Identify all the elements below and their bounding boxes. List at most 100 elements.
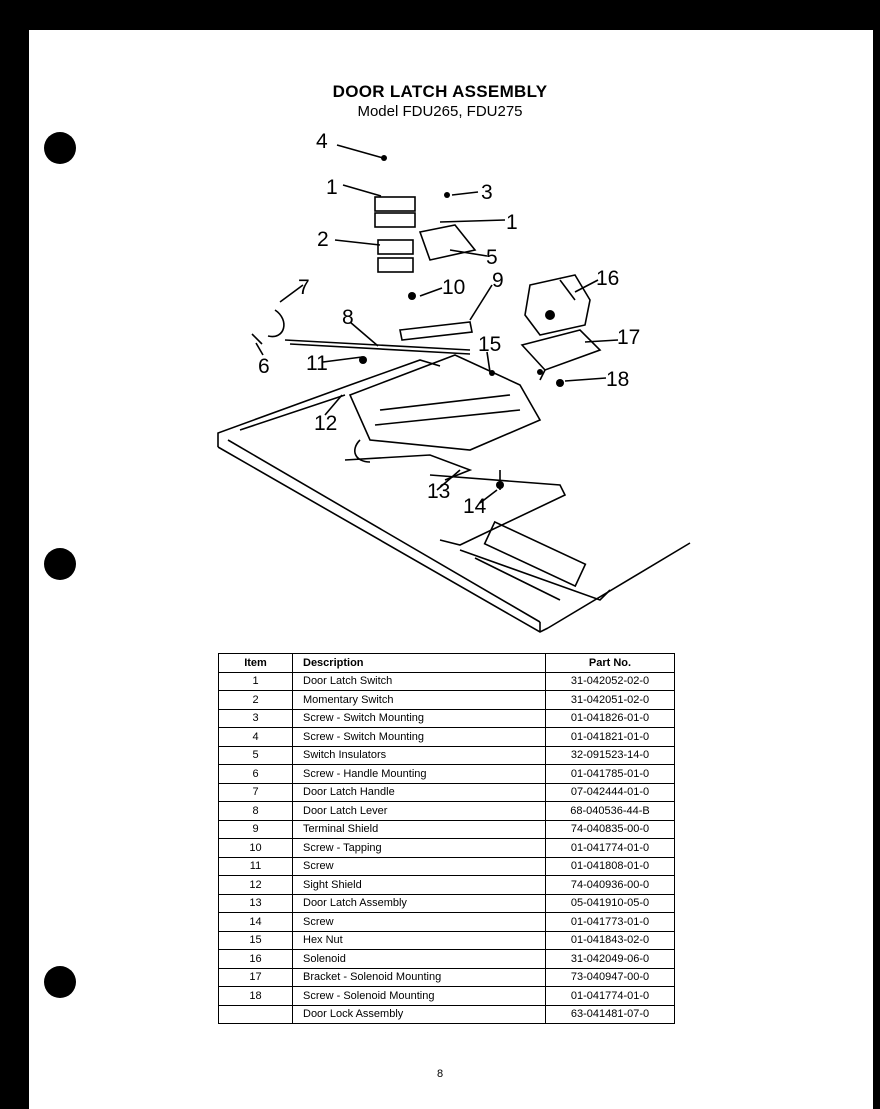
cell-part-no: 73-040947-00-0 [545, 967, 675, 987]
cell-part-no: 63-041481-07-0 [545, 1004, 675, 1024]
binder-hole [44, 966, 76, 998]
cell-part-no: 05-041910-05-0 [545, 893, 675, 913]
cell-description: Door Lock Assembly [292, 1004, 546, 1024]
cell-item [218, 1004, 293, 1024]
cell-item: 18 [218, 986, 293, 1006]
cell-part-no: 31-042052-02-0 [545, 671, 675, 691]
callout-label: 17 [617, 326, 640, 349]
cell-part-no: 32-091523-14-0 [545, 745, 675, 765]
cell-item: 11 [218, 856, 293, 876]
callout-label: 12 [314, 412, 337, 435]
cell-part-no: 31-042049-06-0 [545, 949, 675, 969]
cell-description: Screw - Switch Mounting [292, 727, 546, 747]
cell-description: Sight Shield [292, 875, 546, 895]
callout-label: 2 [317, 228, 329, 251]
binder-hole [44, 548, 76, 580]
table-header-row: Item Description Part No. [218, 653, 675, 673]
callout-label: 13 [427, 480, 450, 503]
binder-hole [44, 132, 76, 164]
cell-item: 1 [218, 671, 293, 691]
cell-item: 10 [218, 838, 293, 858]
callout-label: 9 [492, 269, 504, 292]
cell-item: 2 [218, 690, 293, 710]
cell-part-no: 07-042444-01-0 [545, 782, 675, 802]
cell-description: Solenoid [292, 949, 546, 969]
cell-description: Door Latch Assembly [292, 893, 546, 913]
cell-item: 5 [218, 745, 293, 765]
cell-item: 7 [218, 782, 293, 802]
callout-label: 6 [258, 355, 270, 378]
callout-label: 14 [463, 495, 487, 518]
exploded-parts-diagram: 4 1 3 1 2 5 10 9 16 7 8 15 17 6 11 18 12… [217, 130, 691, 633]
cell-description: Bracket - Solenoid Mounting [292, 967, 546, 987]
cell-description: Screw - Handle Mounting [292, 764, 546, 784]
cell-description: Screw [292, 912, 546, 932]
callout-label: 7 [298, 276, 310, 299]
cell-item: 12 [218, 875, 293, 895]
callout-label: 5 [486, 246, 498, 269]
cell-part-no: 01-041774-01-0 [545, 986, 675, 1006]
column-header-item: Item [218, 653, 293, 673]
cell-description: Screw [292, 856, 546, 876]
column-header-part-no: Part No. [545, 653, 675, 673]
cell-part-no: 01-041785-01-0 [545, 764, 675, 784]
cell-item: 14 [218, 912, 293, 932]
diagram-fasteners [359, 155, 564, 489]
cell-item: 8 [218, 801, 293, 821]
cell-part-no: 01-041821-01-0 [545, 727, 675, 747]
cell-description: Door Latch Handle [292, 782, 546, 802]
cell-part-no: 68-040536-44-B [545, 801, 675, 821]
diagram-linework [217, 144, 691, 633]
cell-description: Door Latch Lever [292, 801, 546, 821]
cell-part-no: 31-042051-02-0 [545, 690, 675, 710]
cell-description: Momentary Switch [292, 690, 546, 710]
cell-part-no: 01-041774-01-0 [545, 838, 675, 858]
cell-part-no: 01-041773-01-0 [545, 912, 675, 932]
cell-part-no: 74-040936-00-0 [545, 875, 675, 895]
cell-item: 17 [218, 967, 293, 987]
callout-label: 16 [596, 267, 619, 290]
cell-part-no: 01-041826-01-0 [545, 708, 675, 728]
cell-part-no: 01-041808-01-0 [545, 856, 675, 876]
cell-item: 3 [218, 708, 293, 728]
cell-item: 4 [218, 727, 293, 747]
callout-label: 11 [306, 352, 328, 375]
cell-item: 15 [218, 930, 293, 950]
cell-description: Terminal Shield [292, 819, 546, 839]
callout-labels: 4 1 3 1 2 5 10 9 16 7 8 15 17 6 11 18 12… [258, 130, 640, 518]
cell-description: Door Latch Switch [292, 671, 546, 691]
callout-label: 3 [481, 181, 493, 204]
cell-description: Switch Insulators [292, 745, 546, 765]
page-number: 8 [437, 1068, 444, 1080]
cell-part-no: 74-040835-00-0 [545, 819, 675, 839]
cell-part-no: 01-041843-02-0 [545, 930, 675, 950]
page-title: DOOR LATCH ASSEMBLY [332, 82, 548, 101]
column-header-description: Description [292, 653, 546, 673]
callout-label: 4 [316, 130, 328, 153]
callout-label: 10 [442, 276, 465, 299]
callout-label: 15 [478, 333, 501, 356]
model-subtitle: Model FDU265, FDU275 [357, 103, 523, 120]
cell-description: Hex Nut [292, 930, 546, 950]
cell-description: Screw - Solenoid Mounting [292, 986, 546, 1006]
cell-description: Screw - Tapping [292, 838, 546, 858]
cell-item: 6 [218, 764, 293, 784]
callout-label: 18 [606, 368, 629, 391]
